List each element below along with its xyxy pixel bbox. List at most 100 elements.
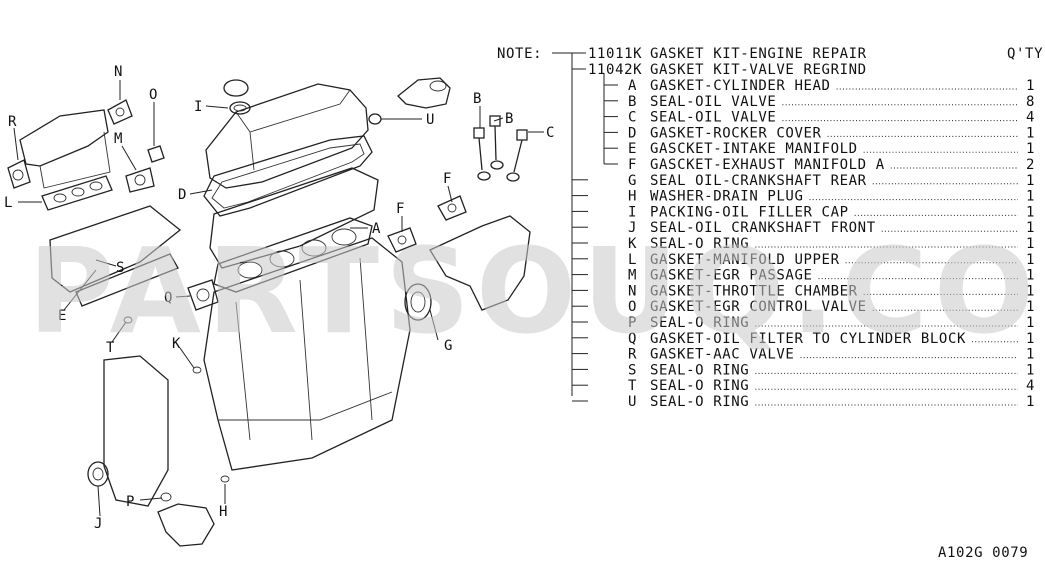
- part-name: GASKET-ROCKER COVER: [650, 125, 822, 141]
- part-letter: K: [628, 236, 637, 252]
- part-letter: T: [628, 378, 637, 394]
- callout-F1: F: [396, 201, 404, 217]
- head-gasket-part: [213, 217, 373, 293]
- part-qty: 1: [1026, 283, 1035, 299]
- callout-B2: B: [505, 111, 513, 127]
- part-row: K SEAL-O RING 1: [572, 236, 1035, 252]
- part-qty: 1: [1026, 362, 1035, 378]
- part-letter: G: [628, 173, 637, 189]
- kit-code-valve: 11042K: [588, 62, 642, 78]
- part-row: P SEAL-O RING 1: [572, 315, 1035, 331]
- part-letter: A: [628, 78, 637, 94]
- part-qty: 1: [1026, 252, 1035, 268]
- part-letter: U: [628, 394, 637, 410]
- part-name: SEAL OIL-CRANKSHAFT REAR: [650, 173, 867, 189]
- part-row: S SEAL-O RING 1: [572, 362, 1035, 378]
- part-letter: N: [628, 283, 637, 299]
- part-qty: 4: [1026, 110, 1035, 126]
- callout-M: M: [114, 131, 122, 147]
- part-row: J SEAL-OIL CRANKSHAFT FRONT 1: [572, 220, 1035, 236]
- rear-seal-part: [404, 283, 432, 321]
- part-letter: S: [628, 362, 637, 378]
- callout-I: I: [194, 99, 202, 115]
- callout-U: U: [426, 112, 434, 128]
- part-name: SEAL-O RING: [650, 394, 749, 410]
- intake-gasket-part: [75, 253, 179, 307]
- part-name: SEAL-O RING: [650, 315, 749, 331]
- callout-F2: F: [443, 171, 451, 187]
- part-qty: 1: [1026, 268, 1035, 284]
- part-qty: 1: [1026, 347, 1035, 363]
- part-name: WASHER-DRAIN PLUG: [650, 189, 804, 205]
- part-name: GASKET-THROTTLE CHAMBER: [650, 283, 858, 299]
- part-letter: F: [628, 157, 637, 173]
- watermark: PARTSOUQ.COM: [28, 222, 1045, 360]
- part-qty: 1: [1026, 173, 1035, 189]
- part-qty: 1: [1026, 236, 1035, 252]
- parts-table: NOTE: Q'TY 11011K GASKET KIT-ENGINE REPA…: [497, 46, 1043, 410]
- part-row: F GASCKET-EXHAUST MANIFOLD A 2: [604, 157, 1035, 173]
- engine-illustration: [7, 77, 531, 547]
- part-name: SEAL-O RING: [650, 362, 749, 378]
- part-letter: M: [628, 268, 637, 284]
- part-qty: 1: [1026, 394, 1035, 410]
- kit-code-engine: 11011K: [588, 46, 642, 62]
- part-name: SEAL-O RING: [650, 236, 749, 252]
- part-qty: 1: [1026, 78, 1035, 94]
- note-label: NOTE:: [497, 46, 542, 62]
- callout-leaders: [13, 80, 544, 517]
- callout-G: G: [444, 338, 452, 354]
- part-name: GASCKET-EXHAUST MANIFOLD A: [650, 157, 885, 173]
- part-name: SEAL-OIL VALVE: [650, 110, 776, 126]
- part-name: PACKING-OIL FILLER CAP: [650, 204, 849, 220]
- part-name: GASKET-EGR PASSAGE: [650, 268, 813, 284]
- figure-code: A102G 0079: [938, 545, 1028, 561]
- callout-E: E: [58, 308, 66, 324]
- part-qty: 1: [1026, 220, 1035, 236]
- part-name: GASKET-CYLINDER HEAD: [650, 78, 831, 94]
- callout-T: T: [106, 340, 115, 356]
- part-letter: P: [628, 315, 637, 331]
- part-letter: B: [628, 94, 637, 110]
- part-letter: J: [628, 220, 637, 236]
- part-letter: R: [628, 347, 637, 363]
- callout-L: L: [4, 195, 12, 211]
- callout-H: H: [219, 504, 227, 520]
- callout-J: J: [94, 516, 102, 532]
- part-name: GASCKET-INTAKE MANIFOLD: [650, 141, 858, 157]
- kit-name-valve: GASKET KIT-VALVE REGRIND: [650, 62, 867, 78]
- part-row: M GASKET-EGR PASSAGE 1: [572, 268, 1035, 284]
- callout-R: R: [8, 114, 17, 130]
- callout-O: O: [149, 87, 157, 103]
- part-qty: 1: [1026, 331, 1035, 347]
- qty-header: Q'TY: [1007, 46, 1043, 62]
- callout-P: P: [126, 494, 134, 510]
- callout-Q: Q: [164, 290, 172, 306]
- oil-pan-part: [103, 355, 169, 507]
- engine-block-part: [203, 237, 411, 471]
- part-letter: Q: [628, 331, 637, 347]
- callout-D: D: [178, 187, 186, 203]
- part-qty: 2: [1026, 157, 1035, 173]
- part-name: GASKET-EGR CONTROL VALVE: [650, 299, 867, 315]
- part-letter: D: [628, 125, 637, 141]
- part-qty: 1: [1026, 315, 1035, 331]
- part-qty: 1: [1026, 141, 1035, 157]
- part-qty: 4: [1026, 378, 1035, 394]
- part-letter: I: [628, 204, 637, 220]
- part-name: SEAL-OIL CRANKSHAFT FRONT: [650, 220, 876, 236]
- part-qty: 1: [1026, 204, 1035, 220]
- callout-labels: N O R M I B B C U D L F F A S E Q K T G …: [4, 64, 554, 532]
- rocker-gasket-part: [203, 135, 373, 217]
- part-row: G SEAL OIL-CRANKSHAFT REAR 1: [572, 173, 1035, 189]
- intake-manifold-part: [19, 109, 109, 167]
- kit-name-engine: GASKET KIT-ENGINE REPAIR: [650, 46, 867, 62]
- aac-valve-part: [397, 77, 451, 109]
